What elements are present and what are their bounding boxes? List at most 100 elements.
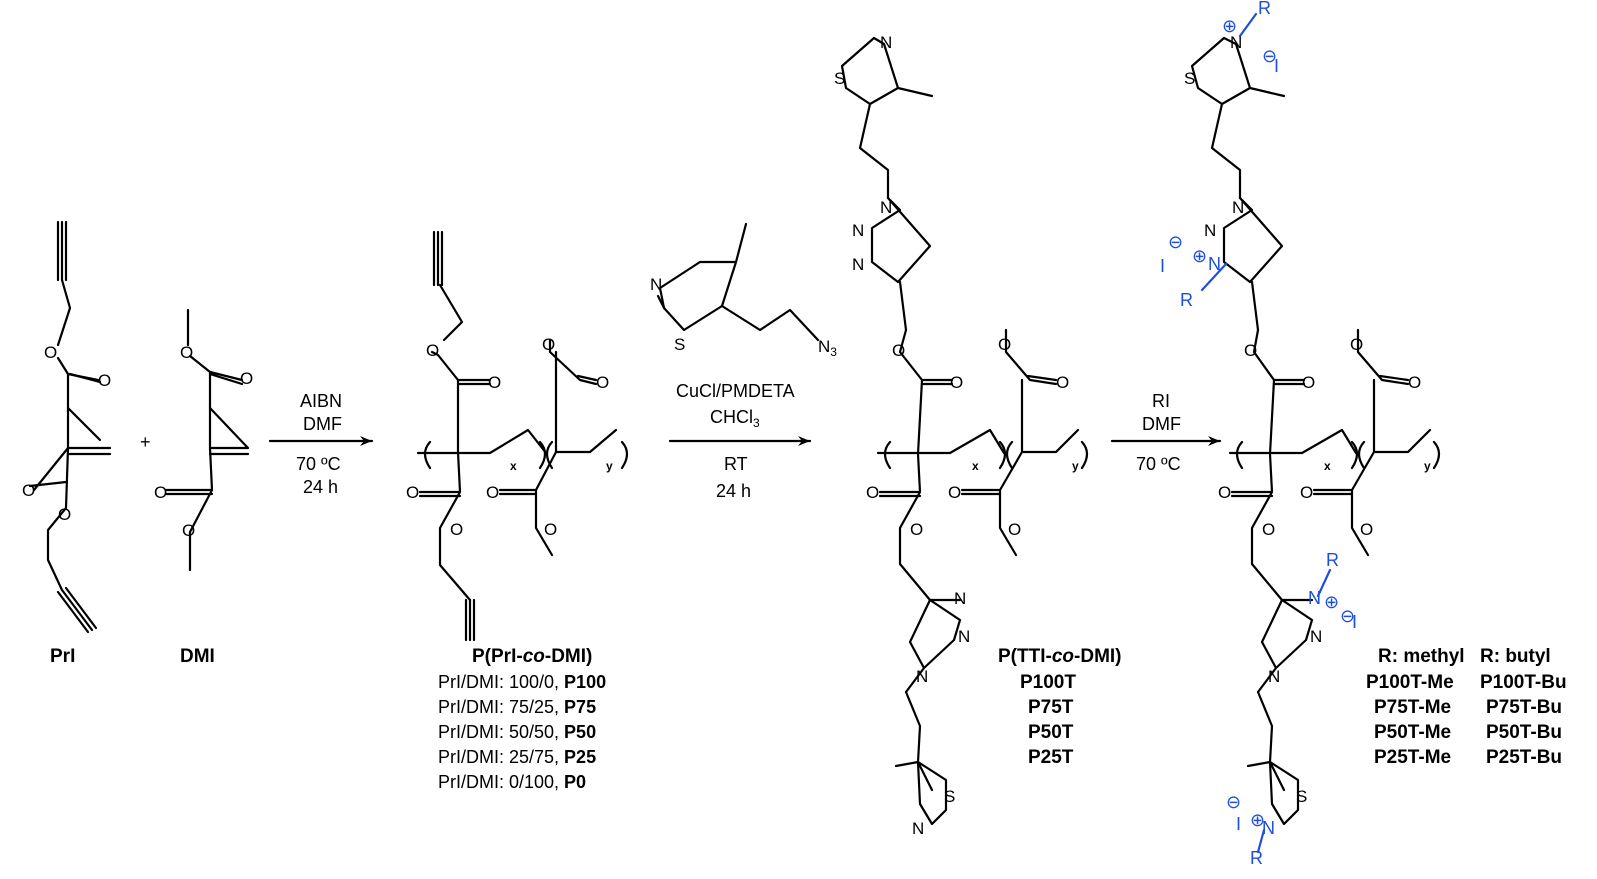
polymer3-legend: R: methyl R: butyl P100T-Me P75T-Me P50T…: [1366, 646, 1567, 768]
poly1-carbonyl-oxygen-2: O: [406, 483, 419, 502]
poly3-top-thiazolium-nitrogen: N: [1230, 33, 1242, 52]
pri-carbonyl-oxygen-bottom: O: [22, 481, 35, 500]
step2-catalyst: CuCl/PMDETA: [676, 381, 795, 401]
polymer1-title: P(PrI-co-DMI): [472, 646, 592, 667]
dmi-ether-oxygen-bottom: O: [182, 521, 195, 540]
poly1-ether-oxygen-4: O: [544, 520, 557, 539]
poly3-carbonyl-oxygen-2: O: [1218, 483, 1231, 502]
polymer3-alkyl-bonds: [1200, 12, 1332, 854]
arrow-1: [268, 436, 374, 446]
polymer2-title: P(TTI-co-DMI): [998, 646, 1122, 667]
polymer3-butyl-code: P50T-Bu: [1486, 722, 1562, 743]
polymer2-code: P75T: [1028, 697, 1074, 718]
poly3-ester-oxygen-2: O: [1262, 520, 1275, 539]
arrow-3: [1110, 436, 1222, 446]
pri-structure: [28, 220, 112, 634]
poly2-carbonyl-oxygen-2: O: [866, 483, 879, 502]
poly3-carbonyl-oxygen-1: O: [1302, 373, 1315, 392]
polymer3-methyl-code: P75T-Me: [1374, 697, 1451, 718]
poly2-bottom-triazole-n1: N: [954, 589, 966, 608]
thiazole-azide-structure: [656, 222, 820, 342]
polymer1-row: PrI/DMI: 25/75, P25: [438, 747, 596, 767]
poly3-bottom-plus: ⊕: [1324, 592, 1339, 612]
poly3-top-minus: ⊖: [1262, 46, 1277, 66]
poly1-repeat-y: y: [606, 459, 613, 473]
polymer3-col-methyl: R: methyl: [1378, 646, 1465, 667]
poly3-carbonyl-oxygen-3: O: [1408, 373, 1421, 392]
step3-temperature: 70 ºC: [1136, 454, 1181, 474]
poly3-top-triazole-n1: N: [1232, 198, 1244, 217]
poly3-bottom-iodide: I: [1352, 612, 1357, 632]
poly3-top-iodide: I: [1274, 56, 1279, 76]
polymer2-structure: [840, 36, 1089, 826]
poly3-carbonyl-oxygen-4: O: [1300, 483, 1313, 502]
step1-temperature: 70 ºC: [296, 454, 341, 474]
azide-reagent-ring-nitrogen: N: [650, 275, 662, 294]
polymer3-methyl-code: P100T-Me: [1366, 672, 1454, 693]
poly3-top-plus: ⊕: [1222, 16, 1237, 36]
poly3-repeat-y: y: [1424, 459, 1431, 473]
dmi-carbonyl-oxygen-bottom: O: [154, 483, 167, 502]
dmi-label: DMI: [180, 646, 215, 667]
poly2-top-thiazole-nitrogen: N: [880, 33, 892, 52]
poly1-repeat-x: x: [510, 459, 517, 473]
poly3-mid-minus: ⊖: [1168, 232, 1183, 252]
arrow-2: [668, 436, 812, 446]
polymer1-ratio-list: PrI/DMI: 100/0, P100 PrI/DMI: 75/25, P75…: [438, 672, 606, 792]
poly1-ester-oxygen-1: O: [426, 341, 439, 360]
pri-carbonyl-oxygen-top: O: [98, 371, 111, 390]
step1-time: 24 h: [303, 477, 338, 497]
step2-temperature: RT: [724, 454, 748, 474]
step2-time: 24 h: [716, 481, 751, 501]
poly2-top-triazole-n1: N: [880, 198, 892, 217]
poly1-ester-oxygen-2: O: [450, 520, 463, 539]
poly3-top-triazole-n2: N: [1204, 221, 1216, 240]
step1-reagent: AIBN: [300, 391, 342, 411]
polymer1-row: PrI/DMI: 100/0, P100: [438, 672, 606, 692]
polymer2-code: P25T: [1028, 747, 1074, 768]
poly3-top-triazolium-nitrogen: N: [1208, 254, 1221, 274]
poly1-carbonyl-oxygen-4: O: [486, 483, 499, 502]
poly3-bottom-thiazolium-sulfur: S: [1296, 787, 1307, 806]
poly2-ester-oxygen-1: O: [892, 341, 905, 360]
poly3-top-thiazolium-sulfur: S: [1184, 69, 1195, 88]
pri-ester-oxygen-bottom: O: [58, 505, 71, 524]
plus-sign: +: [140, 432, 151, 452]
polymer1-structure: [416, 230, 629, 642]
poly1-ether-oxygen-3: O: [542, 335, 555, 354]
poly2-bottom-triazole-n2: N: [958, 627, 970, 646]
poly2-bottom-triazole-n3: N: [916, 667, 928, 686]
poly3-bottom-triazolium-r: R: [1326, 550, 1339, 570]
dmi-structure: [164, 308, 250, 572]
dmi-ether-oxygen-top: O: [180, 343, 193, 362]
poly3-ether-oxygen-4: O: [1360, 520, 1373, 539]
poly3-mid-plus: ⊕: [1192, 246, 1207, 266]
polymer1-row: PrI/DMI: 0/100, P0: [438, 772, 586, 792]
polymer3-butyl-code: P75T-Bu: [1486, 697, 1562, 718]
poly2-carbonyl-oxygen-4: O: [948, 483, 961, 502]
poly2-bottom-thiazole-nitrogen: N: [912, 819, 924, 838]
poly3-bottom-triazolium-nitrogen: N: [1308, 588, 1321, 608]
poly2-top-triazole-n3: N: [852, 255, 864, 274]
poly3-bottom-thiazolium-nitrogen: N: [1262, 818, 1275, 838]
dmi-carbonyl-oxygen-top: O: [240, 369, 253, 388]
step2-solvent: CHCl3: [710, 407, 760, 430]
poly3-bottom2-r: R: [1250, 848, 1263, 868]
polymer3-methyl-code: P25T-Me: [1374, 747, 1451, 768]
poly3-ester-oxygen-1: O: [1244, 341, 1257, 360]
poly2-top-thiazole-sulfur: S: [834, 69, 845, 88]
poly2-ether-oxygen-3: O: [998, 335, 1011, 354]
poly2-bottom-thiazole-sulfur: S: [944, 787, 955, 806]
polymer2-code: P100T: [1020, 672, 1076, 693]
poly3-ether-oxygen-3: O: [1350, 335, 1363, 354]
polymer2-code: P50T: [1028, 722, 1074, 743]
polymer1-row: PrI/DMI: 75/25, P75: [438, 697, 596, 717]
poly3-top-thiazolium-r: R: [1258, 0, 1271, 18]
polymer3-structure: [1190, 36, 1441, 826]
poly2-carbonyl-oxygen-3: O: [1056, 373, 1069, 392]
poly3-repeat-x: x: [1324, 459, 1331, 473]
poly3-bottom-triazole-n3: N: [1268, 667, 1280, 686]
pri-label: PrI: [50, 646, 75, 667]
poly3-bottom2-plus: ⊕: [1250, 810, 1265, 830]
poly3-bottom-triazole-n2: N: [1310, 627, 1322, 646]
